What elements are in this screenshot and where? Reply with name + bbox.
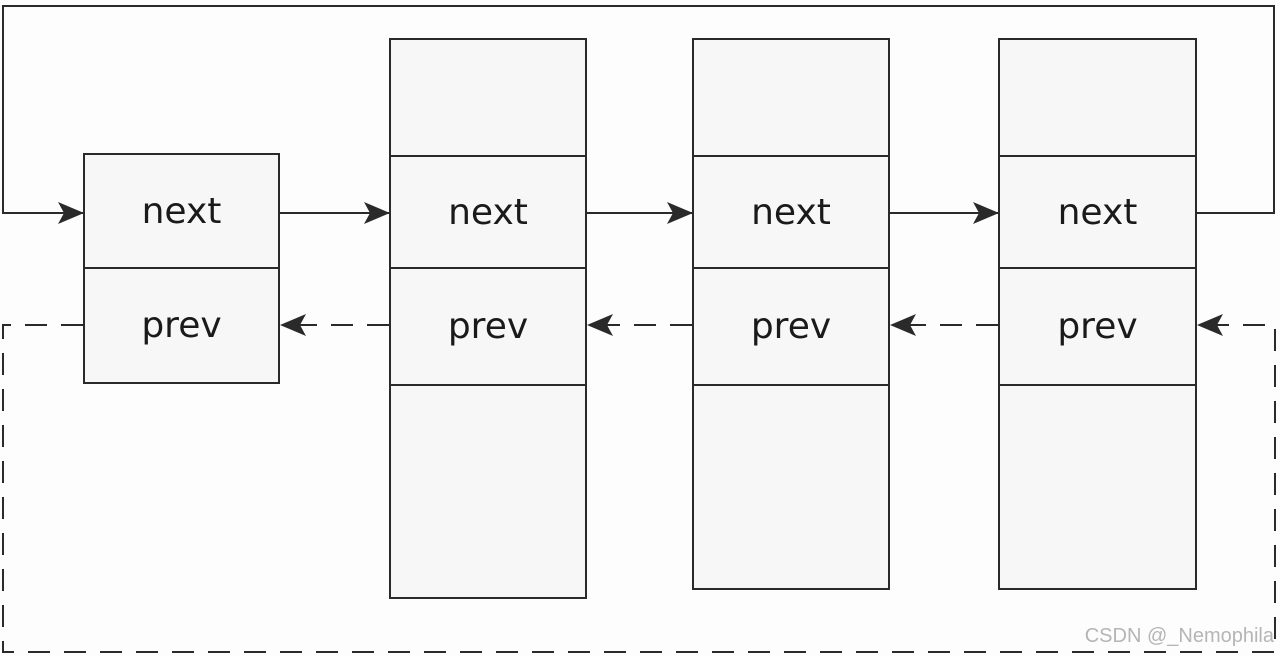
node-1-next-field: next — [85, 155, 278, 267]
prev-label: prev — [750, 306, 832, 347]
list-node-1: next prev — [83, 153, 280, 384]
node-3-data-top — [694, 40, 888, 155]
next-label: next — [141, 190, 222, 232]
node-4-data-bottom — [1000, 384, 1195, 588]
node-3-data-bottom — [694, 384, 888, 588]
node-4-next-field: next — [1000, 155, 1195, 267]
prev-label: prev — [141, 305, 222, 346]
wrap-next-arrow — [2, 5, 1275, 224]
node-2-data-bottom — [391, 384, 585, 597]
node-3-prev-field: prev — [694, 267, 888, 384]
node-1-prev-field: prev — [85, 267, 278, 382]
list-node-2: next prev — [389, 38, 587, 599]
next-label: next — [1057, 191, 1138, 233]
list-node-4: next prev — [998, 38, 1197, 590]
next-label: next — [448, 191, 528, 233]
node-2-next-field: next — [391, 155, 585, 267]
node-4-prev-field: prev — [1000, 267, 1195, 384]
next-label: next — [751, 191, 831, 233]
node-2-data-top — [391, 40, 585, 155]
watermark-text: CSDN @_Nemophila — [1084, 625, 1274, 647]
node-4-data-top — [1000, 40, 1195, 155]
prev-label: prev — [1057, 306, 1138, 347]
wrap-prev-arrow — [2, 314, 1276, 653]
prev-label: prev — [447, 306, 529, 347]
list-node-3: next prev — [692, 38, 890, 590]
node-2-prev-field: prev — [391, 267, 585, 384]
node-3-next-field: next — [694, 155, 888, 267]
